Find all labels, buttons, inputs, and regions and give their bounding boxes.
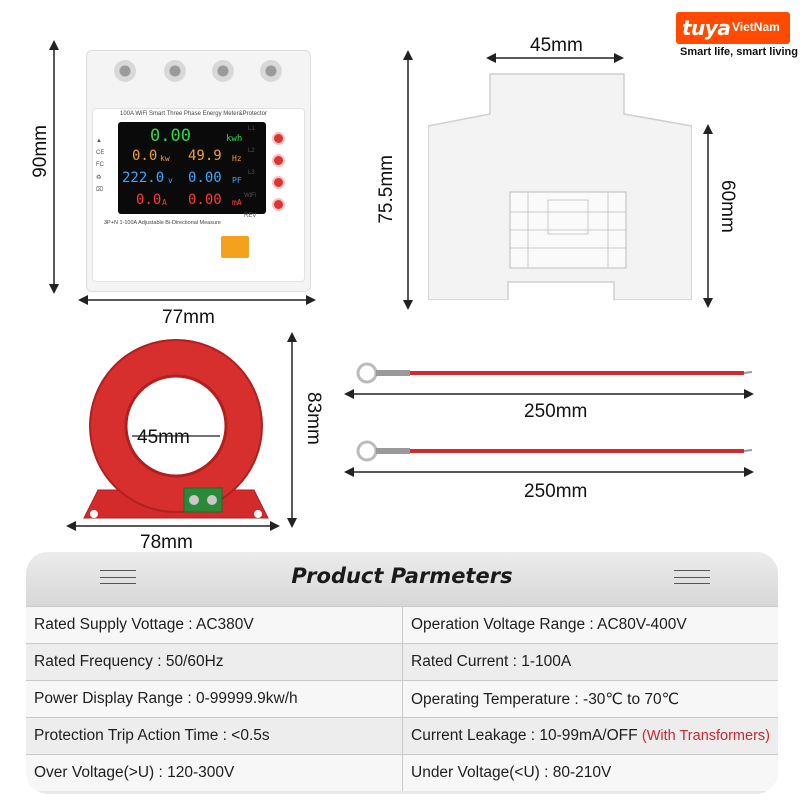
up-button[interactable]: [272, 154, 285, 167]
param-cell: Rated Supply Vottage : AC380V: [34, 616, 254, 633]
wifi-icon: ▲: [96, 138, 102, 144]
screw-icon: [212, 60, 234, 82]
param-value: Current Leakage : 10-99mA/OFF: [411, 727, 638, 744]
decorative-lines-icon: [674, 570, 710, 584]
side-height-label: 75.5mm: [376, 155, 397, 224]
lcd-row-current: 0.0 A 0.00 mA: [136, 192, 242, 208]
wire-1-label: 250mm: [524, 401, 588, 422]
ring-width-dimension-line: [66, 521, 280, 531]
settings-button[interactable]: [272, 132, 285, 145]
front-height-label: 90mm: [30, 125, 51, 178]
label-wifi: WiFi: [244, 193, 256, 199]
param-cell: Under Voltage(<U) : 80-210V: [402, 755, 778, 791]
param-cell: Current Leakage : 10-99mA/OFF (With Tran…: [402, 718, 778, 754]
ring-height-dimension-line: [287, 332, 297, 528]
label-rev: REV: [244, 213, 257, 219]
wire-2-label: 250mm: [524, 481, 588, 502]
decorative-lines-icon: [100, 570, 136, 584]
down-button[interactable]: [272, 176, 285, 189]
logo-tagline: Smart life, smart living: [680, 46, 798, 58]
transformer-note: (With Transformers): [641, 728, 770, 744]
recycle-icon: ♻: [96, 175, 102, 181]
side-depth-dimension-line: [703, 124, 713, 308]
param-cell: Over Voltage(>U) : 120-300V: [34, 764, 235, 781]
screw-icon: [114, 60, 136, 82]
lcd-row-voltage: 222.0 v 0.00 PF: [122, 170, 242, 186]
logo-brand: tuya: [682, 16, 731, 40]
fcc-mark-icon: FC: [96, 162, 104, 168]
wire-1: [356, 362, 752, 384]
param-cell: Operating Temperature : -30℃ to 70℃: [402, 681, 778, 717]
wire-2-dimension-line: [344, 467, 754, 477]
screw-icon: [164, 60, 186, 82]
table-row: Over Voltage(>U) : 120-300V Under Voltag…: [26, 754, 778, 791]
side-depth-label: 60mm: [717, 180, 738, 233]
meter-footer: 3P+N 1-100A Adjustable Bi-Directional Me…: [104, 220, 221, 226]
ok-button[interactable]: [272, 198, 285, 211]
front-width-label: 77mm: [162, 307, 215, 328]
ring-inner-label: 45mm: [137, 427, 190, 448]
meter-side-view: [428, 73, 692, 300]
table-row: Rated Frequency : 50/60Hz Rated Current …: [26, 643, 778, 680]
table-row: Rated Supply Vottage : AC380V Operation …: [26, 606, 778, 643]
param-cell: Protection Trip Action Time : <0.5s: [34, 727, 270, 744]
wire-1-dimension-line: [344, 389, 754, 399]
product-parameters-panel: Product Parmeters Rated Supply Vottage :…: [26, 552, 778, 794]
label-l1: L1: [248, 126, 255, 132]
param-cell: Rated Frequency : 50/60Hz: [34, 653, 224, 670]
panel-title: Product Parmeters: [291, 564, 513, 588]
param-cell: Power Display Range : 0-99999.9kw/h: [34, 690, 298, 707]
meter-title: 100A WiFi Smart Three Phase Energy Meter…: [120, 111, 267, 117]
ce-mark-icon: CE: [96, 150, 105, 156]
lcd-display: 0.00 kwh 0.0 kw 49.9 Hz 222.0 v 0.00 PF …: [118, 122, 266, 214]
logo-region: VietNam: [732, 20, 780, 34]
energy-meter-front: 100A WiFi Smart Three Phase Energy Meter…: [86, 50, 311, 292]
wire-2: [356, 440, 752, 462]
panel-header: Product Parmeters: [26, 552, 778, 606]
side-top-dimension-line: [486, 53, 624, 63]
screw-icon: [260, 60, 282, 82]
side-height-dimension-line: [403, 50, 413, 310]
front-height-dimension-line: [49, 40, 59, 294]
label-l2: L2: [248, 148, 255, 154]
label-l3: L3: [248, 170, 255, 176]
logo-badge: tuya VietNam: [676, 12, 790, 44]
param-cell: Rated Current : 1-100A: [402, 644, 778, 680]
tuya-logo: tuya VietNam Smart life, smart living: [676, 12, 798, 64]
side-top-label: 45mm: [530, 35, 583, 56]
ring-width-label: 78mm: [140, 532, 193, 553]
parameters-table: Rated Supply Vottage : AC380V Operation …: [26, 606, 778, 791]
table-row: Power Display Range : 0-99999.9kw/h Oper…: [26, 680, 778, 717]
ring-height-label: 83mm: [303, 392, 324, 445]
param-cell: Operation Voltage Range : AC80V-400V: [402, 607, 778, 643]
lcd-row-energy: 0.00 kwh: [150, 126, 243, 146]
terminal-block: [221, 236, 249, 258]
lcd-row-power: 0.0 kw 49.9 Hz: [132, 148, 242, 164]
front-width-dimension-line: [78, 295, 316, 305]
ring-inner-dimension-line: [132, 435, 220, 437]
bin-icon: ⌧: [96, 187, 103, 193]
current-transformer-ring: [83, 339, 269, 519]
table-row: Protection Trip Action Time : <0.5s Curr…: [26, 717, 778, 754]
